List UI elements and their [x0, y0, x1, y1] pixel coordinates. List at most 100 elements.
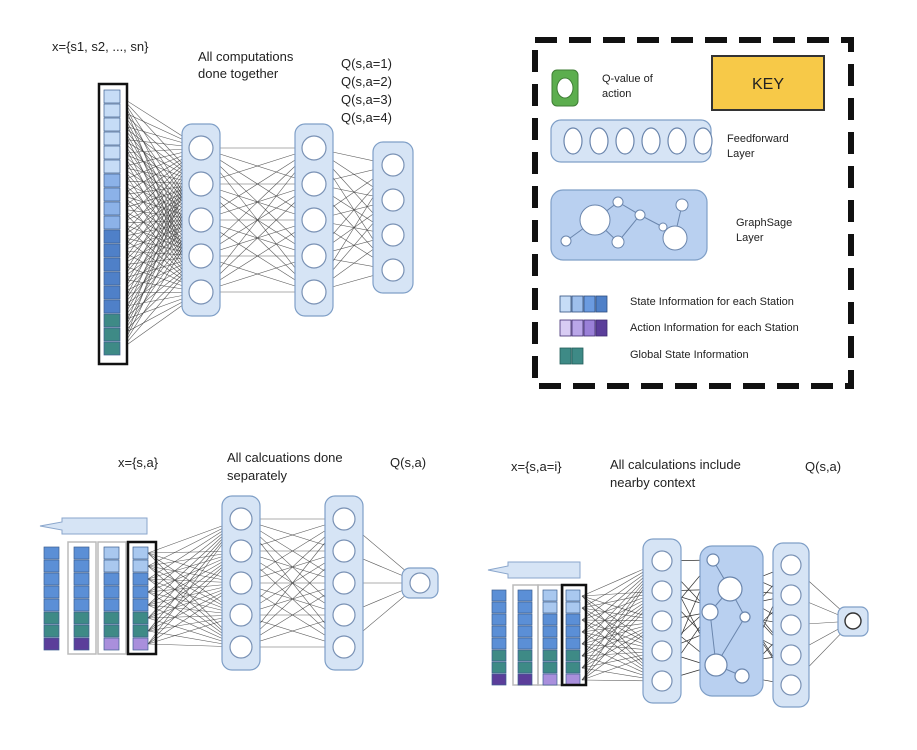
- bl-station-cell: [43, 585, 60, 599]
- state-info-cell: [571, 295, 584, 313]
- top-output-layer-node: [381, 258, 405, 282]
- br-station-cell: [491, 601, 507, 614]
- br-output-label: Q(s,a): [805, 459, 841, 474]
- key-title: KEY: [752, 76, 784, 93]
- bl-station-cell: [132, 624, 149, 638]
- bl-station-frame: [67, 541, 97, 655]
- top-output-layer-node: [381, 188, 405, 212]
- feedforward-icon-node: [615, 127, 635, 155]
- bl-arrow: [39, 517, 148, 535]
- br-station-cell: [491, 649, 507, 662]
- key-q-value-label: Q-value of action: [602, 73, 656, 100]
- br-station-cell: [542, 661, 558, 674]
- br-layer3-node: [780, 614, 802, 636]
- key-state-label: State Information for each Station: [630, 296, 794, 308]
- br-layer3-node: [780, 674, 802, 696]
- bl-input-stack: [43, 540, 158, 656]
- top-input-cell: [103, 215, 121, 230]
- bl-input-label: x={s,a}: [118, 455, 159, 470]
- top-outputs: Q(s,a=1) Q(s,a=2) Q(s,a=3) Q(s,a=4): [341, 56, 396, 125]
- bl-layer1-node: [229, 539, 253, 563]
- bl-station-cell: [43, 637, 60, 651]
- top-input-cell: [103, 131, 121, 146]
- bl-station-cell: [73, 585, 90, 599]
- bl-station-cell: [43, 598, 60, 612]
- bl-station-cell: [73, 624, 90, 638]
- top-input-cell: [103, 201, 121, 216]
- global-info-cell: [559, 347, 572, 365]
- top-output-layer-box: [372, 141, 414, 294]
- bl-layer1-node: [229, 635, 253, 659]
- br-station-cell: [542, 649, 558, 662]
- br-station-cell: [491, 625, 507, 638]
- key-legend: KEY Q-value of action Feedforward Layer: [532, 37, 854, 389]
- top-input-cell: [103, 173, 121, 188]
- br-station-cell: [491, 637, 507, 650]
- bl-station-cell: [103, 585, 120, 599]
- br-layer3-node: [780, 554, 802, 576]
- br-station-cell: [517, 637, 533, 650]
- br-station-cell: [491, 613, 507, 626]
- br-graph-node: [717, 576, 743, 602]
- bl-output-node: [409, 572, 431, 594]
- top-input-cell: [103, 117, 121, 132]
- bl-station-cell: [73, 559, 90, 573]
- bl-station-cell: [43, 559, 60, 573]
- action-info-cell: [559, 319, 572, 337]
- bl-layer2-node: [332, 539, 356, 563]
- top-layer2-node: [301, 279, 327, 305]
- top-input-cell: [103, 257, 121, 272]
- top-input-cell: [103, 271, 121, 286]
- bl-station-cell: [43, 611, 60, 625]
- br-layer1-node: [651, 670, 673, 692]
- top-feedforward-layers: [181, 123, 414, 317]
- top-layer1-node: [188, 207, 214, 233]
- bl-layer1-node: [229, 507, 253, 531]
- br-station-cell: [517, 625, 533, 638]
- bl-station-cell: [73, 598, 90, 612]
- top-connections: [120, 96, 394, 350]
- br-station-cell: [491, 661, 507, 674]
- bl-current-frame: [126, 540, 158, 656]
- top-layer1-node: [188, 171, 214, 197]
- bl-station-cell: [103, 598, 120, 612]
- action-info-cell: [595, 319, 608, 337]
- top-layer2-node: [301, 135, 327, 161]
- br-station-cell: [517, 589, 533, 602]
- action-info-cell: [583, 319, 596, 337]
- bl-station-cell: [103, 546, 120, 560]
- bl-station-cell: [132, 598, 149, 612]
- bl-layer1-node: [229, 603, 253, 627]
- br-graph-node: [734, 668, 750, 684]
- key-global-label: Global State Information: [630, 349, 749, 361]
- top-input-cell: [103, 243, 121, 258]
- br-station-cell: [542, 637, 558, 650]
- br-station-cell: [517, 673, 533, 686]
- br-graph-node: [739, 611, 751, 623]
- br-note: All calculations include nearby context: [610, 457, 744, 490]
- br-layer1-node: [651, 580, 673, 602]
- state-info-icon: [559, 295, 608, 313]
- br-layer1-node: [651, 550, 673, 572]
- br-layer3-node: [780, 584, 802, 606]
- br-station-cell: [565, 649, 581, 662]
- state-info-cell: [595, 295, 608, 313]
- br-station-cell: [542, 601, 558, 614]
- q-value-icon-hole: [556, 77, 574, 99]
- key-action-label: Action Information for each Station: [630, 322, 799, 334]
- top-input-cell: [103, 145, 121, 160]
- br-current-frame: [560, 583, 588, 687]
- bl-station-cell: [103, 611, 120, 625]
- br-station-cell: [491, 673, 507, 686]
- top-note: All computations done together: [198, 49, 297, 81]
- br-station-cell: [565, 601, 581, 614]
- br-station-cell: [565, 625, 581, 638]
- br-input-label: x={s,a=i}: [511, 459, 562, 474]
- br-station-cell: [542, 589, 558, 602]
- global-info-cell: [571, 347, 584, 365]
- feedforward-icon-node: [667, 127, 687, 155]
- br-station-cell: [517, 649, 533, 662]
- feedforward-icon-node: [589, 127, 609, 155]
- top-output-layer-node: [381, 153, 405, 177]
